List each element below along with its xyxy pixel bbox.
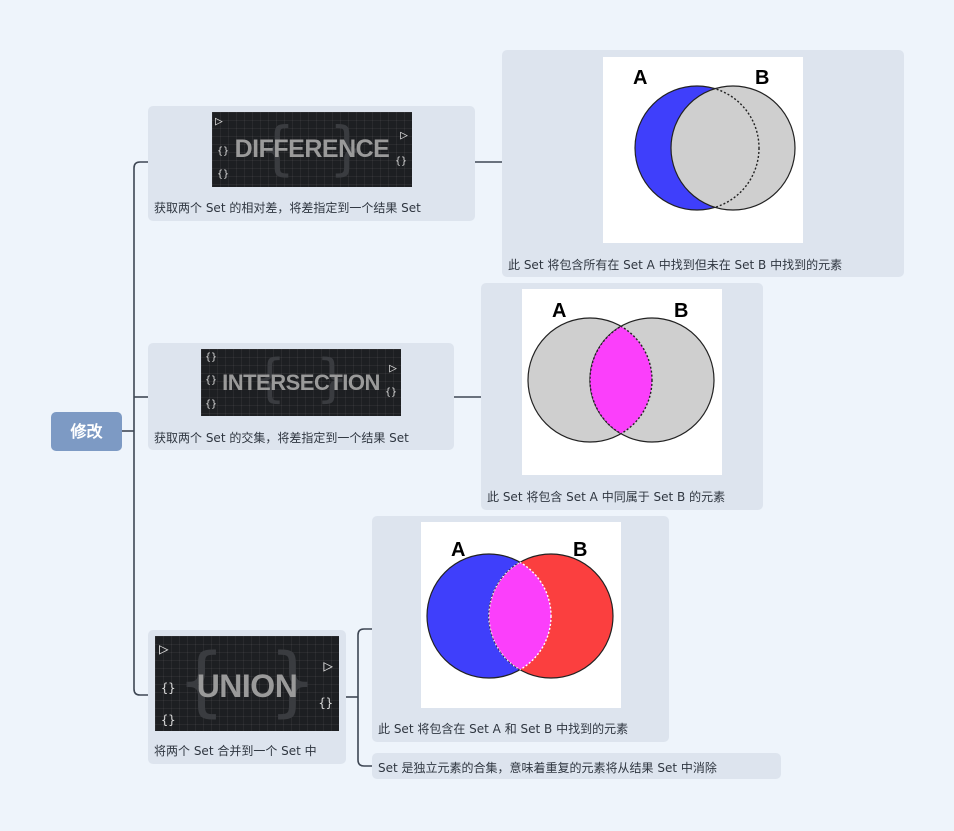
difference-venn-diagram: A B (603, 57, 803, 243)
set-a-label: A (451, 539, 465, 561)
set-pin-icon: {} (217, 169, 230, 180)
set-b-label: B (755, 67, 769, 89)
exec-pin-icon: ▷ (400, 128, 408, 143)
union-node-image: { } ▷ {} {} ▷ {} UNION (155, 636, 339, 731)
root-label: 修改 (70, 422, 103, 441)
intersection-caption: 此 Set 将包含 Set A 中同属于 Set B 的元素 (487, 490, 726, 504)
intersection-region (590, 318, 652, 442)
union-venn-diagram: A B (421, 522, 621, 708)
intersection-description: 获取两个 Set 的交集，将差指定到一个结果 Set (154, 431, 409, 445)
node-title: DIFFERENCE (234, 135, 390, 163)
root-topic[interactable]: 修改 (51, 412, 122, 451)
difference-caption: 此 Set 将包含所有在 Set A 中找到但未在 Set B 中找到的元素 (508, 258, 843, 272)
set-a-label: A (633, 67, 647, 89)
set-pin-icon: {} (205, 399, 218, 410)
node-title: INTERSECTION (222, 370, 380, 395)
set-b-circle (670, 85, 796, 211)
brace-watermark-icon: { } (178, 636, 316, 725)
intersection-region (489, 554, 551, 678)
exec-pin-icon: ▷ (389, 361, 397, 376)
set-pin-icon: {} (384, 387, 397, 398)
union-note-card[interactable]: Set 是独立元素的合集，意味着重复的元素将从结果 Set 中消除 (372, 753, 781, 779)
set-pin-icon: {} (161, 713, 176, 727)
union-description: 将两个 Set 合并到一个 Set 中 (154, 744, 317, 758)
union-card[interactable]: { } ▷ {} {} ▷ {} UNION 将两个 Set 合并到一个 Set… (148, 630, 346, 764)
intersection-venn-diagram: A B (522, 289, 722, 475)
intersection-venn-card[interactable]: A B 此 Set 将包含 Set A 中同属于 Set B 的元素 (481, 283, 763, 510)
union-venn-card[interactable]: A B 此 Set 将包含在 Set A 和 Set B 中找到的元素 (372, 516, 669, 742)
set-pin-icon: {} (318, 696, 333, 710)
difference-venn-card[interactable]: A B 此 Set 将包含所有在 Set A 中找到但未在 Set B 中找到的… (502, 50, 904, 277)
brace-watermark-icon: { } (254, 349, 348, 409)
set-pin-icon: {} (394, 156, 407, 167)
difference-card[interactable]: { } ▷ {} {} ▷ {} DIFFERENCE 获取两个 Set 的相对… (148, 106, 475, 221)
intersection-card[interactable]: { } {} {} {} ▷ {} INTERSECTION 获取两个 Set … (148, 343, 454, 450)
set-pin-icon: {} (205, 375, 218, 386)
intersection-node-image: { } {} {} {} ▷ {} INTERSECTION (201, 349, 401, 416)
brace-watermark-icon: { } (259, 114, 365, 182)
difference-node-image: { } ▷ {} {} ▷ {} DIFFERENCE (212, 112, 412, 187)
set-pin-icon: {} (161, 681, 176, 695)
set-b-label: B (573, 539, 587, 561)
node-title: UNION (196, 668, 298, 704)
exec-pin-icon: ▷ (159, 639, 169, 658)
set-b-label: B (674, 300, 688, 322)
union-note: Set 是独立元素的合集，意味着重复的元素将从结果 Set 中消除 (378, 761, 717, 775)
exec-pin-icon: ▷ (215, 114, 223, 129)
exec-pin-icon: ▷ (323, 656, 333, 675)
difference-description: 获取两个 Set 的相对差，将差指定到一个结果 Set (154, 201, 421, 215)
set-pin-icon: {} (205, 352, 218, 363)
union-caption: 此 Set 将包含在 Set A 和 Set B 中找到的元素 (378, 722, 629, 736)
set-pin-icon: {} (217, 146, 230, 157)
set-a-label: A (552, 300, 566, 322)
